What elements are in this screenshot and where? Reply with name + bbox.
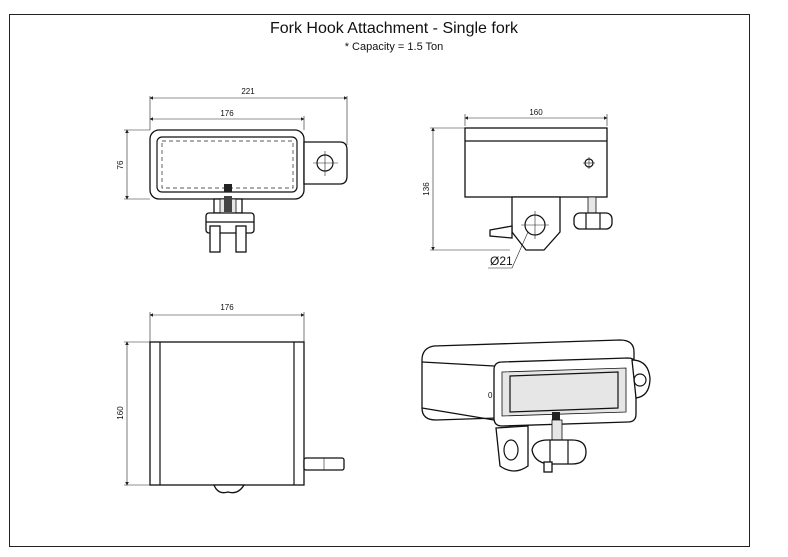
- dim-top-overall-width: 221: [241, 87, 255, 96]
- dim-top-inner-width: 176: [220, 109, 234, 118]
- side-view: 160 136 Ø21: [422, 108, 613, 269]
- dim-bottom-width: 176: [220, 303, 234, 312]
- dim-bottom-height: 160: [116, 406, 125, 420]
- svg-text:0: 0: [488, 391, 493, 400]
- dim-hole-diameter: Ø21: [490, 254, 513, 268]
- drawing-title: Fork Hook Attachment - Single fork: [269, 20, 519, 37]
- dim-side-height: 136: [422, 182, 431, 196]
- drawing-border: [9, 14, 750, 547]
- isometric-view: 0: [421, 339, 651, 473]
- bottom-view: 176 160: [116, 303, 345, 494]
- dim-side-width: 160: [529, 108, 543, 117]
- front-view: 221 176 76: [116, 87, 348, 253]
- drawing-subtitle: * Capacity = 1.5 Ton: [344, 41, 444, 53]
- dim-top-height: 76: [116, 160, 125, 169]
